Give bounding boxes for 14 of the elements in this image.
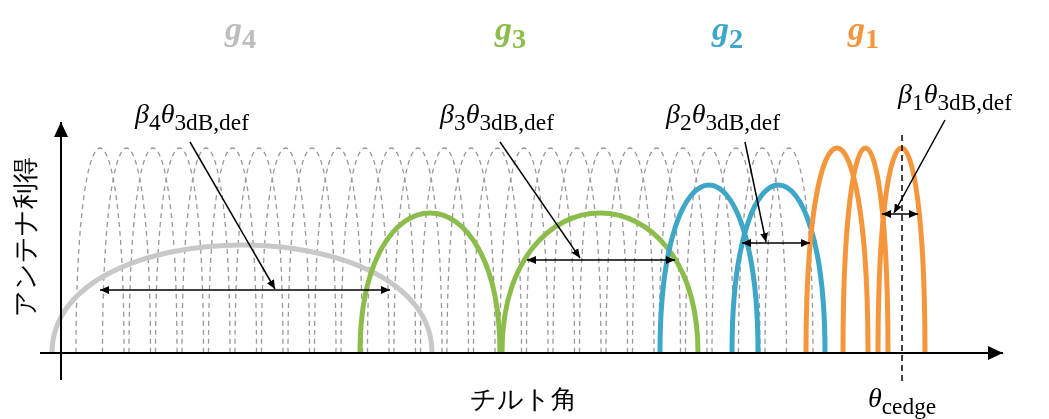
- group-label: g$_{2}$: [712, 12, 744, 54]
- beam-width-label: β$_{4}$θ$_{3dB,def}$: [135, 100, 249, 134]
- leader-line: [893, 119, 946, 214]
- leader-line: [744, 141, 769, 243]
- axis-title: チルト角: [470, 386, 577, 412]
- axis-tick-label: θ$_{cedge}$: [868, 384, 937, 418]
- beam-width-label: β$_{1}$θ$_{3dB,def}$: [898, 80, 1012, 114]
- group-label: g$_{1}$: [848, 12, 880, 54]
- leader-line: [499, 141, 581, 259]
- beam-width-label: β$_{2}$θ$_{3dB,def}$: [666, 100, 780, 134]
- group-label: g$_{3}$: [495, 12, 527, 54]
- group-label: g$_{4}$: [225, 12, 257, 54]
- beam-width-label: β$_{3}$θ$_{3dB,def}$: [440, 100, 554, 134]
- leader-line: [189, 141, 276, 290]
